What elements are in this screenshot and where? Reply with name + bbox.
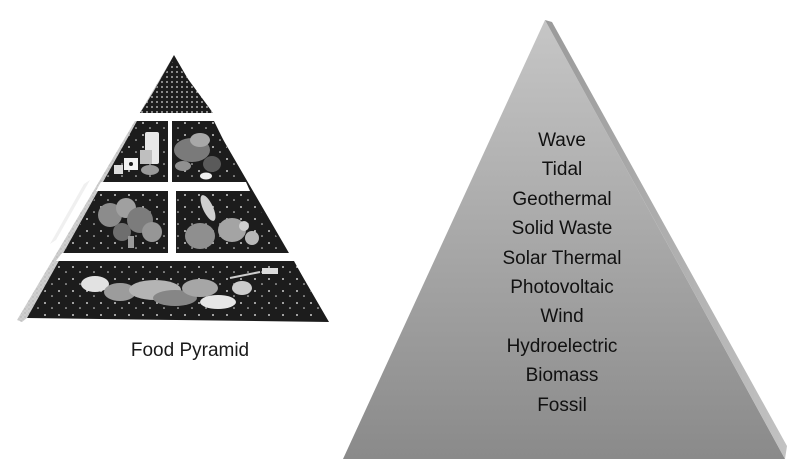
energy-pyramid-side-face (545, 20, 787, 459)
food-pyramid-side-stripe (50, 180, 90, 244)
food-column-divider (168, 121, 172, 182)
fruit-illustration (185, 195, 259, 249)
energy-source-fossil: Fossil (537, 394, 587, 416)
food-tier-divider (56, 253, 296, 261)
energy-source-photovoltaic: Photovoltaic (510, 277, 614, 299)
food-column-divider (168, 191, 176, 253)
energy-source-list: Wave Tidal Geothermal Solid Waste Solar … (440, 126, 684, 420)
food-pyramid-side-face (17, 55, 174, 322)
vegetables-illustration (98, 198, 162, 248)
energy-source-solar-thermal: Solar Thermal (502, 247, 622, 269)
food-tier-divider (96, 182, 250, 191)
energy-source-solid-waste: Solid Waste (511, 218, 613, 240)
energy-source-hydroelectric: Hydroelectric (506, 335, 618, 357)
energy-source-wave: Wave (538, 130, 586, 151)
energy-source-biomass: Biomass (525, 365, 599, 387)
protein-illustration (174, 133, 221, 180)
food-pyramid-caption: Food Pyramid (130, 340, 250, 361)
energy-source-tidal: Tidal (541, 159, 583, 181)
food-tier-divider (131, 113, 218, 121)
grains-illustration (81, 268, 278, 309)
energy-source-wind: Wind (540, 306, 584, 328)
energy-pyramid-front-face (343, 20, 785, 459)
food-pyramid-side-stripe (80, 131, 117, 191)
energy-pyramid (343, 20, 787, 459)
dairy-illustration (114, 132, 159, 175)
food-pyramid (17, 55, 329, 322)
energy-source-geothermal: Geothermal (512, 188, 612, 210)
food-tier-fats (140, 60, 213, 113)
